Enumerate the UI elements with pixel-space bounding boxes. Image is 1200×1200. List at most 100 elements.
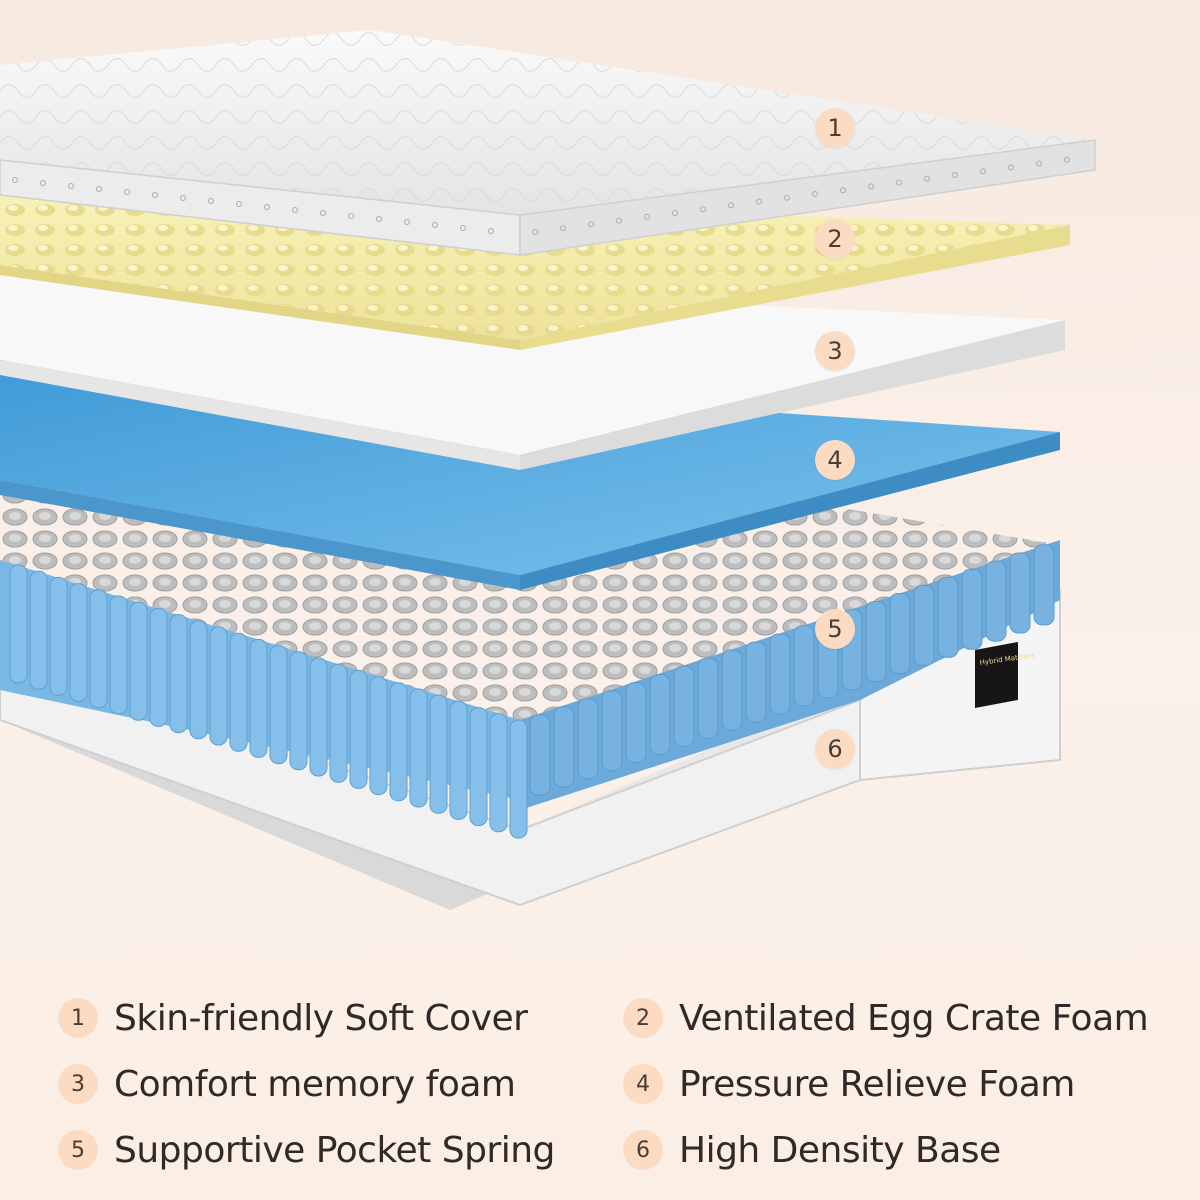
mattress-layers-illustration: Hybrid Mattress (0, 30, 1096, 910)
stitch-dot (96, 186, 102, 192)
spring-column (721, 649, 743, 731)
spring-column (985, 560, 1007, 642)
spring-column (209, 626, 228, 746)
spring-column (309, 657, 328, 777)
spring-column (349, 669, 368, 789)
stitch-dot (868, 183, 874, 190)
stitch-dot (588, 221, 594, 228)
spring-column (109, 595, 128, 715)
stitch-dot (236, 201, 242, 207)
legend-label: Supportive Pocket Spring (114, 1129, 555, 1171)
legend-item-4: 4 Pressure Relieve Foam (623, 1051, 1158, 1117)
spring-column (625, 682, 647, 764)
spring-columns (9, 544, 1055, 839)
stitch-dot (784, 194, 790, 201)
legend-item-5: 5 Supportive Pocket Spring (58, 1117, 623, 1183)
legend-label: Skin-friendly Soft Cover (114, 997, 528, 1039)
stitch-dot (208, 198, 214, 204)
spring-column (409, 688, 428, 808)
spring-column (469, 707, 488, 827)
spring-column (9, 564, 28, 684)
legend-number: 2 (623, 998, 663, 1038)
legend-item-2: 2 Ventilated Egg Crate Foam (623, 985, 1158, 1051)
legend-number: 6 (623, 1130, 663, 1170)
legend-label: Comfort memory foam (114, 1063, 516, 1105)
spring-column (1033, 544, 1055, 626)
spring-column (69, 583, 88, 703)
stitch-dot (700, 206, 706, 213)
legend-label: High Density Base (679, 1129, 1001, 1171)
stitch-dot (488, 228, 494, 234)
legend-item-1: 1 Skin-friendly Soft Cover (58, 985, 623, 1051)
stitch-dot (980, 168, 986, 175)
stitch-dot (672, 210, 678, 216)
stitch-dot (644, 213, 650, 220)
spring-column (509, 719, 528, 839)
spring-column (577, 698, 599, 780)
spring-column (289, 651, 308, 771)
marker-layer-5: 5 (815, 609, 855, 649)
stitch-dot (840, 187, 846, 194)
stitch-dot (124, 189, 130, 195)
spring-column (673, 665, 695, 747)
spring-column (889, 593, 911, 674)
stitch-dot (68, 183, 74, 189)
stitch-dot (320, 210, 326, 216)
stitch-dot (152, 192, 158, 198)
stitch-dot (532, 229, 538, 235)
spring-column (29, 570, 48, 690)
stitch-dot (560, 225, 566, 232)
spring-column (745, 641, 767, 723)
stitch-dot (924, 175, 930, 182)
spring-column (865, 601, 887, 683)
spring-column (449, 700, 468, 820)
stitch-dot (376, 216, 382, 222)
label-tag-icon: Hybrid Mattress (975, 642, 1036, 708)
spring-column (129, 601, 148, 721)
stitch-dot (432, 222, 438, 228)
spring-column (229, 632, 248, 752)
stitch-dot (728, 202, 734, 209)
spring-column (489, 713, 508, 833)
stitch-dot (40, 180, 46, 186)
spring-column (649, 674, 671, 755)
stitch-dot (404, 219, 410, 225)
legend-item-3: 3 Comfort memory foam (58, 1051, 623, 1117)
spring-column (369, 676, 388, 796)
layer-3-memory-foam (0, 270, 1065, 470)
marker-layer-4: 4 (815, 440, 855, 480)
spring-column (913, 584, 935, 666)
spring-column (89, 589, 108, 709)
stitch-dot (616, 217, 622, 224)
spring-column (1009, 552, 1031, 634)
spring-column (961, 568, 983, 650)
stitch-dot (180, 195, 186, 201)
spring-column (49, 576, 68, 696)
spring-column (529, 714, 551, 796)
legend-number: 5 (58, 1130, 98, 1170)
legend-item-6: 6 High Density Base (623, 1117, 1158, 1183)
spring-column (269, 645, 288, 765)
legend-label: Pressure Relieve Foam (679, 1063, 1075, 1105)
layer-2-egg-crate-foam (0, 190, 1070, 350)
spring-column (389, 682, 408, 802)
spring-column (189, 620, 208, 740)
stitch-dot (292, 207, 298, 213)
marker-layer-1: 1 (815, 108, 855, 148)
legend-number: 1 (58, 998, 98, 1038)
stitch-dot (460, 225, 466, 231)
spring-column (249, 638, 268, 758)
spring-column (937, 576, 959, 658)
stitch-dot (952, 172, 958, 178)
stitch-dot (348, 213, 354, 219)
legend-label: Ventilated Egg Crate Foam (679, 997, 1149, 1039)
stitch-dot (896, 179, 902, 186)
stitch-dot (264, 204, 270, 210)
spring-column (149, 607, 168, 727)
marker-layer-6: 6 (815, 729, 855, 769)
spring-column (793, 625, 815, 707)
stitch-dot (1008, 164, 1014, 171)
stitch-dot (12, 177, 18, 183)
spring-column (169, 614, 188, 734)
spring-column (553, 706, 575, 788)
